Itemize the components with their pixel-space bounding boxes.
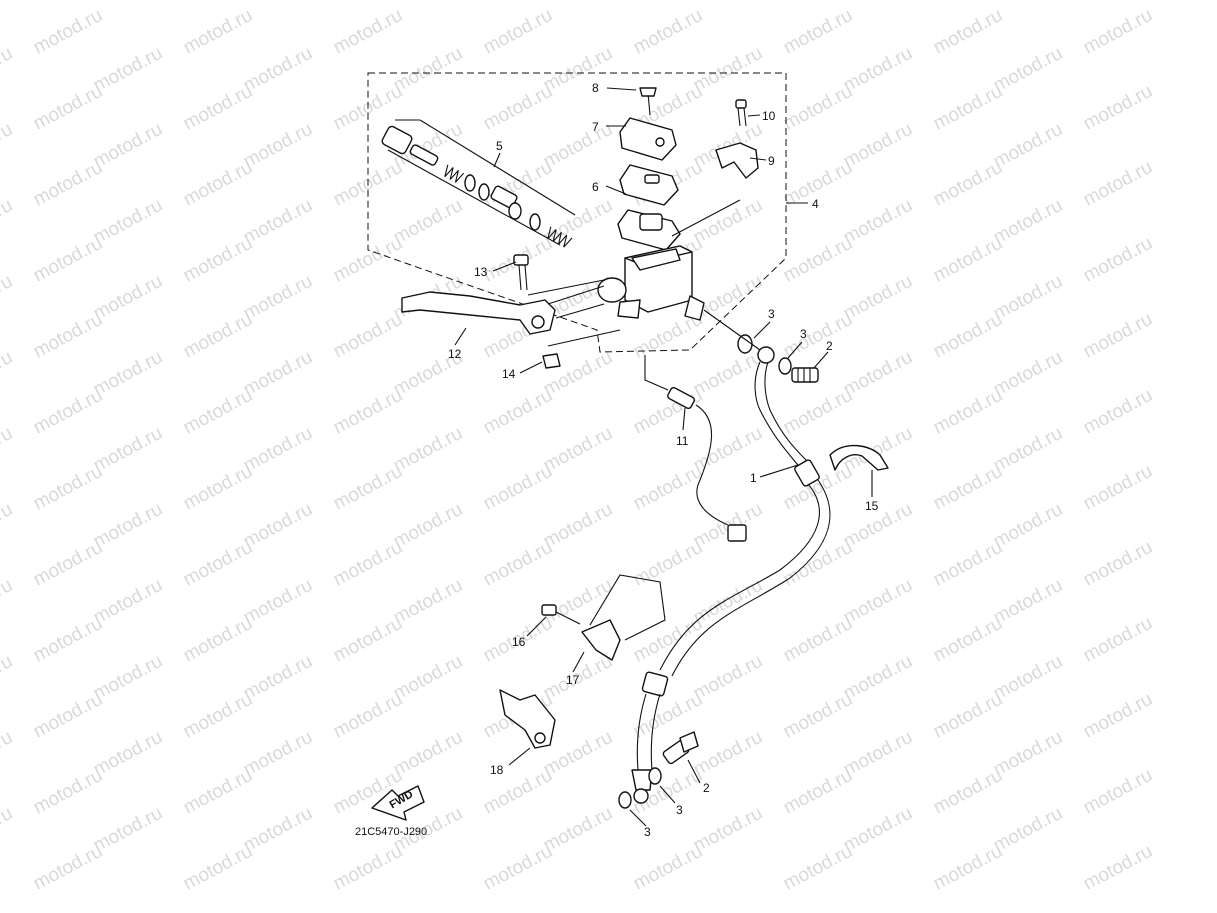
piston-kit [381, 119, 576, 248]
diagram-code: 21C5470-J290 [355, 826, 427, 838]
callout-14: 14 [502, 367, 516, 381]
callout-16: 16 [512, 635, 526, 649]
callout-9: 9 [768, 154, 775, 168]
callout-5: 5 [496, 139, 503, 153]
reservoir-parts [617, 87, 681, 251]
leader-lines [454, 87, 873, 827]
hose-guide [541, 574, 666, 661]
master-cylinder-assembly-boundary [367, 72, 787, 353]
union-bolt-upper [791, 367, 819, 383]
callout-2a: 2 [826, 339, 833, 353]
callout-12: 12 [448, 347, 462, 361]
callout-18: 18 [490, 763, 504, 777]
hose-clamp [829, 444, 889, 471]
callout-7: 7 [592, 120, 599, 134]
callout-1: 1 [750, 471, 757, 485]
callout-8: 8 [592, 81, 599, 95]
union-bolt-lower [662, 731, 699, 765]
callout-3c: 3 [676, 803, 683, 817]
holder-clamp [671, 99, 759, 237]
callout-3d: 3 [644, 825, 651, 839]
callout-2b: 2 [703, 781, 710, 795]
callout-6: 6 [592, 180, 599, 194]
clutch-lever [401, 291, 556, 335]
callout-15: 15 [865, 499, 879, 513]
clutch-hose [631, 346, 831, 804]
callout-11: 11 [676, 434, 689, 448]
fwd-arrow-icon: FWD [371, 785, 425, 821]
callout-3a: 3 [768, 307, 775, 321]
callout-3b: 3 [800, 327, 807, 341]
callout-10: 10 [762, 109, 776, 123]
master-cylinder-body [597, 245, 705, 321]
callout-4: 4 [812, 197, 819, 211]
lever-nut [542, 329, 621, 369]
callout-13: 13 [474, 265, 488, 279]
clutch-switch-cable [644, 355, 747, 542]
callout-17: 17 [566, 673, 580, 687]
cable-guide [499, 689, 556, 749]
pivot-bolt [513, 254, 605, 296]
